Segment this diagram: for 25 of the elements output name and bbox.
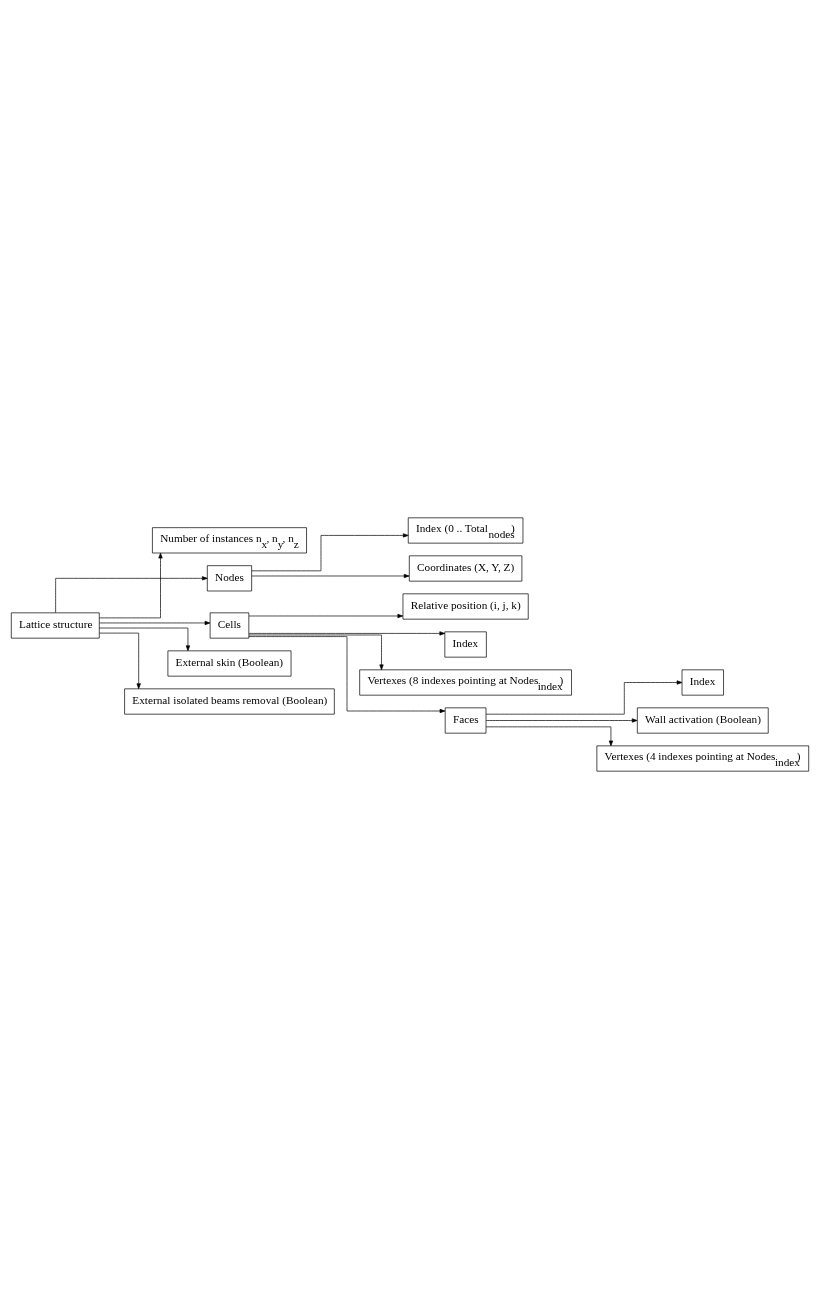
arrow xyxy=(248,631,446,636)
arrow xyxy=(251,573,410,579)
arrow xyxy=(98,627,190,652)
node-box: Cells xyxy=(209,612,250,639)
arrow xyxy=(99,632,141,689)
arrow xyxy=(485,680,683,715)
arrow xyxy=(485,718,638,723)
node-box: Index xyxy=(444,631,487,658)
node-box: Wall activation (Boolean) xyxy=(637,707,769,734)
arrow xyxy=(248,634,384,671)
node-box: External skin (Boolean) xyxy=(167,650,292,677)
arrow xyxy=(485,726,613,747)
node-box: Nodes xyxy=(206,565,252,592)
arrow xyxy=(248,613,404,619)
arrow xyxy=(98,552,163,619)
node-box: Lattice structure xyxy=(10,612,100,639)
node-box: Coordinates (X, Y, Z) xyxy=(408,555,523,582)
arrow xyxy=(251,533,409,572)
node-box: External isolated beams removal (Boolean) xyxy=(124,688,335,715)
arrow xyxy=(55,576,208,613)
arrow xyxy=(248,636,446,714)
node-box: Relative position (i, j, k) xyxy=(402,593,529,620)
node-box: Faces xyxy=(444,707,487,734)
arrow xyxy=(99,620,211,626)
node-box: Index xyxy=(681,669,724,696)
